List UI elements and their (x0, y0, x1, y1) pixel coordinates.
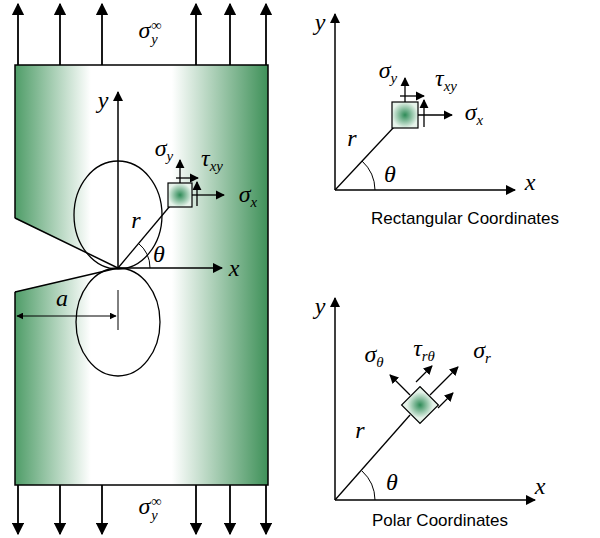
symbol-label: y (315, 294, 326, 318)
symbol-label: τrθ (413, 336, 435, 364)
symbol-label: σy (155, 136, 173, 164)
axis (334, 298, 336, 500)
axis (118, 267, 222, 269)
radius-line (118, 206, 170, 268)
symbol-label: a (56, 286, 68, 310)
symbol-label: σx (465, 100, 483, 128)
notch (15, 218, 118, 292)
stress-arrows (390, 366, 458, 408)
stress-element (392, 102, 418, 128)
dimension-line (17, 316, 116, 317)
symbol-label: x (525, 170, 536, 194)
symbol-label: σx (239, 182, 257, 210)
symbol-label: x (535, 474, 546, 498)
dimension-tick (118, 290, 119, 330)
axis (335, 189, 515, 191)
angle-arc (138, 243, 150, 268)
symbol-label: σy (379, 58, 397, 86)
symbol-label: σθ (364, 342, 383, 370)
symbol-label: r (347, 126, 356, 150)
symbol-label: σr (473, 338, 491, 366)
radius-line (335, 415, 410, 500)
zone-lobe (76, 268, 160, 376)
symbol-label: σ∞y (135, 17, 164, 48)
axis (334, 14, 336, 190)
symbol-label: r (131, 208, 140, 232)
stress-element (168, 183, 192, 207)
axis (335, 499, 535, 501)
symbol-label: y (98, 88, 109, 112)
symbol-label: y (315, 10, 326, 34)
symbol-label: σ∞y (135, 493, 164, 524)
axis (117, 92, 119, 268)
load-arrows (18, 4, 266, 534)
symbol-label: r (355, 418, 364, 442)
angle-arc (362, 471, 375, 500)
symbol-label: θ (386, 470, 398, 494)
symbol-label: τxy (201, 146, 223, 174)
plate (15, 65, 268, 485)
symbol-label: θ (153, 242, 165, 266)
symbol-label: τxy (435, 66, 457, 94)
symbol-label: x (229, 256, 240, 280)
panel-caption: Rectangular Coordinates (371, 210, 559, 227)
panel-caption: Polar Coordinates (372, 512, 508, 529)
symbol-label: θ (384, 162, 396, 186)
angle-arc (362, 161, 375, 190)
